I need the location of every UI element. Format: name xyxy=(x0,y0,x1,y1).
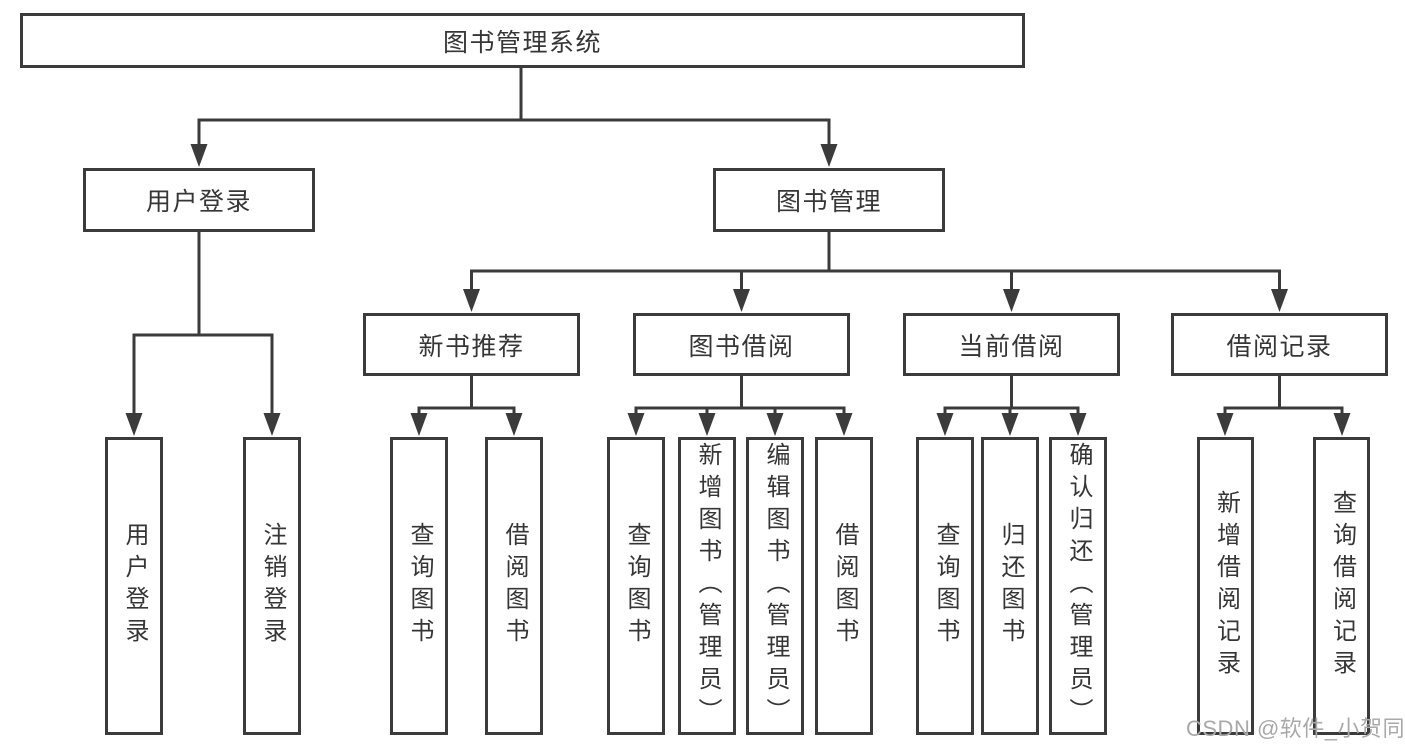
node-label: 查询图书 xyxy=(932,522,959,650)
leaf-return-book: 归还图书 xyxy=(981,437,1039,735)
node-label: 用户登录 xyxy=(121,522,148,650)
node-user-login: 用户登录 xyxy=(83,168,315,232)
node-label: 归还图书 xyxy=(997,522,1024,650)
node-label: 借阅记录 xyxy=(1226,332,1333,361)
node-library-management-system: 图书管理系统 xyxy=(20,13,1025,68)
node-label: 新书推荐 xyxy=(418,332,525,361)
leaf-query-books-recommend: 查询图书 xyxy=(390,437,448,735)
node-label: 图书管理系统 xyxy=(442,28,602,57)
node-label: 确认归还（管理员） xyxy=(1065,442,1092,730)
leaf-add-borrow-record: 新增借阅记录 xyxy=(1197,437,1254,735)
leaf-user-login: 用户登录 xyxy=(105,437,163,735)
node-label: 查询图书 xyxy=(623,522,650,650)
node-label: 查询图书 xyxy=(406,522,433,650)
leaf-confirm-return-admin: 确认归还（管理员） xyxy=(1049,437,1107,735)
node-label: 借阅图书 xyxy=(831,522,858,650)
node-label: 用户登录 xyxy=(145,188,252,216)
leaf-query-borrow-record: 查询借阅记录 xyxy=(1313,437,1370,735)
leaf-edit-book-admin: 编辑图书（管理员） xyxy=(746,437,804,735)
csdn-watermark: CSDN @软件_小贺同学 xyxy=(1186,716,1405,741)
node-borrowing-records: 借阅记录 xyxy=(1171,313,1388,376)
node-current-borrowing: 当前借阅 xyxy=(903,313,1120,376)
node-label: 新增借阅记录 xyxy=(1212,490,1240,682)
node-label: 图书管理 xyxy=(775,188,882,216)
node-label: 注销登录 xyxy=(259,522,286,650)
arrowhead-icons xyxy=(125,144,1351,436)
node-label: 借阅图书 xyxy=(501,522,528,650)
node-new-book-recommend: 新书推荐 xyxy=(363,313,580,376)
node-label: 当前借阅 xyxy=(958,332,1065,361)
leaf-borrow-books: 借阅图书 xyxy=(815,437,873,735)
leaf-add-book-admin: 新增图书（管理员） xyxy=(678,437,736,735)
node-book-management: 图书管理 xyxy=(713,168,945,232)
leaf-query-books-current: 查询图书 xyxy=(916,437,974,735)
leaf-query-books-borrowing: 查询图书 xyxy=(607,437,665,735)
node-label: 图书借阅 xyxy=(688,332,795,361)
node-label: 编辑图书（管理员） xyxy=(762,442,789,730)
node-book-borrowing: 图书借阅 xyxy=(633,313,850,376)
node-label: 查询借阅记录 xyxy=(1328,490,1356,682)
node-label: 新增图书（管理员） xyxy=(694,442,721,730)
leaf-logout: 注销登录 xyxy=(243,437,301,735)
leaf-borrow-books-recommend: 借阅图书 xyxy=(485,437,543,735)
